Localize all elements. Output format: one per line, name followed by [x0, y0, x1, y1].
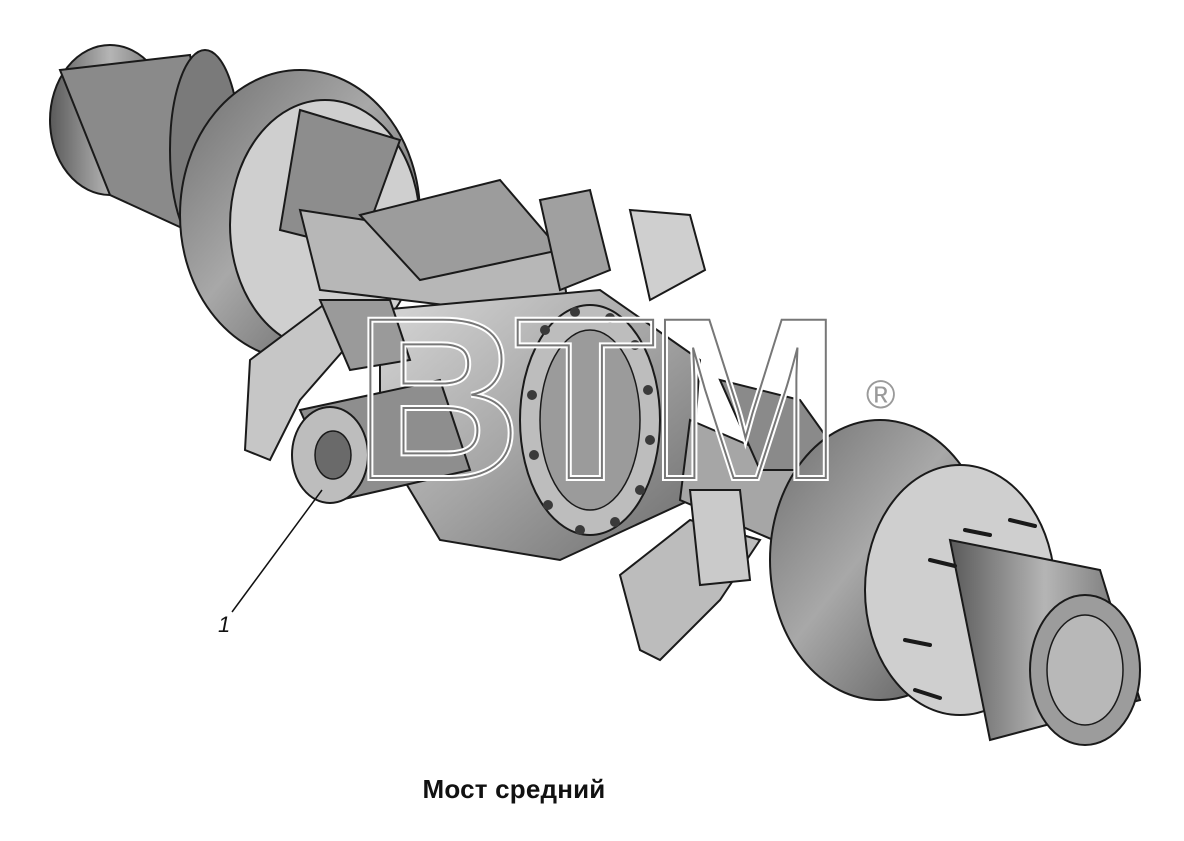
axle-tube-left	[298, 178, 572, 322]
right-hub	[903, 518, 1142, 746]
right-bracket	[618, 489, 762, 662]
differential-housing	[379, 288, 702, 562]
callout-label-1: 1	[218, 612, 231, 637]
watermark-logo: BTM BTM ®	[352, 267, 895, 530]
registered-mark: ®	[866, 373, 895, 417]
caption-text: Мост средний	[422, 774, 606, 804]
watermark-text-outline: BTM	[355, 270, 835, 527]
upper-flange	[538, 188, 707, 302]
callout-leader-line	[231, 489, 323, 613]
watermark-text: BTM	[355, 270, 835, 527]
caption: Мост средний	[0, 774, 1184, 805]
left-bracket	[243, 298, 412, 462]
input-flange	[291, 378, 472, 504]
